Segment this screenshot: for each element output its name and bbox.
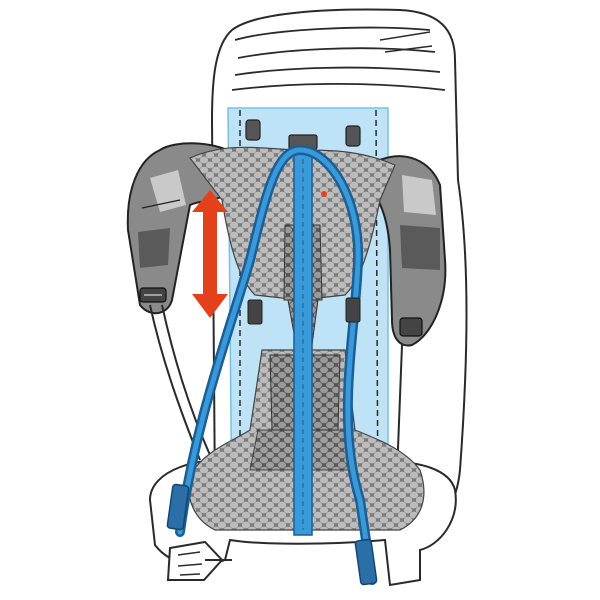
marker-dot (321, 191, 327, 197)
buckle-icon (166, 540, 232, 581)
double-arrow-icon (192, 190, 228, 318)
ladder-lock-icon-right (399, 317, 423, 337)
shoulder-strap-right (363, 155, 447, 501)
load-lifter-left (245, 119, 261, 141)
load-lifter-right (345, 125, 361, 147)
frame-tube (166, 144, 378, 586)
center-stay (288, 134, 318, 536)
